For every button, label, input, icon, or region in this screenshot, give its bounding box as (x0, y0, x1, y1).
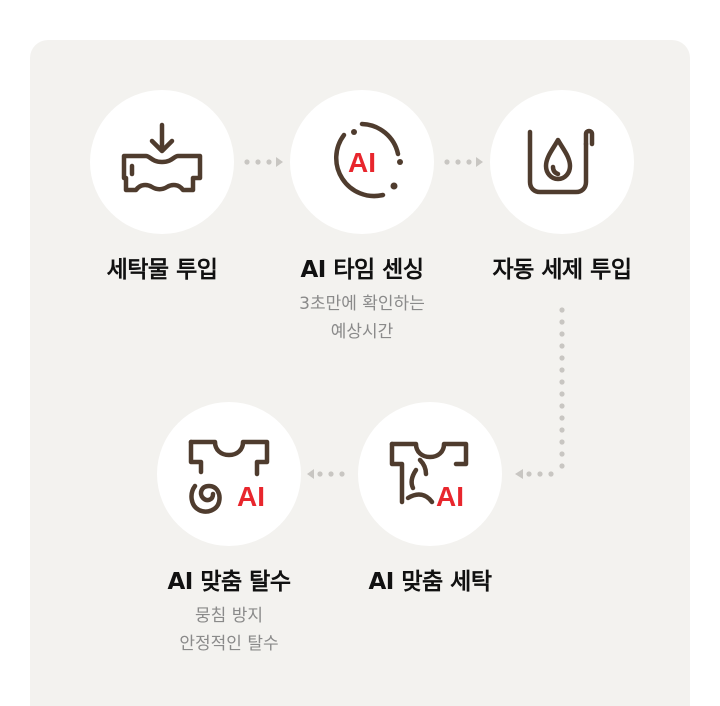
step-icon-circle-4: AI (358, 402, 502, 546)
step-title-2: AI 타임 센싱 (300, 257, 424, 283)
ai-label: AI (436, 481, 464, 512)
ai-label: AI (348, 147, 376, 178)
step-title-3: 자동 세제 투입 (492, 257, 632, 283)
step-title-4: AI 맞춤 세탁 (368, 569, 492, 595)
laundry-drop-in-icon (121, 122, 203, 193)
step-title-5: AI 맞춤 탈수 (167, 569, 291, 595)
step-desc-5: 뭉침 방지 안정적인 탈수 (119, 602, 339, 658)
ai-timer-sensing-icon: AI (333, 121, 403, 199)
step-icon-circle-1 (90, 90, 234, 234)
ai-wash-shirt-icon: AI (389, 441, 469, 512)
step-desc-5-line-1: 뭉침 방지 (195, 606, 263, 626)
step-desc-2: 3초만에 확인하는 예상시간 (252, 290, 472, 346)
step-desc-2-line-2: 예상시간 (330, 322, 394, 342)
step-icon-circle-2: AI (290, 90, 434, 234)
step-title-1: 세탁물 투입 (106, 257, 218, 283)
step-desc-5-line-2: 안정적인 탈수 (179, 634, 279, 654)
ai-spin-shirt-icon: AI (188, 439, 270, 514)
ai-label: AI (237, 481, 265, 512)
detergent-drop-icon (527, 128, 595, 195)
step-icon-circle-5: AI (157, 402, 301, 546)
step-icon-circle-3 (490, 90, 634, 234)
step-desc-2-line-1: 3초만에 확인하는 (299, 294, 425, 314)
